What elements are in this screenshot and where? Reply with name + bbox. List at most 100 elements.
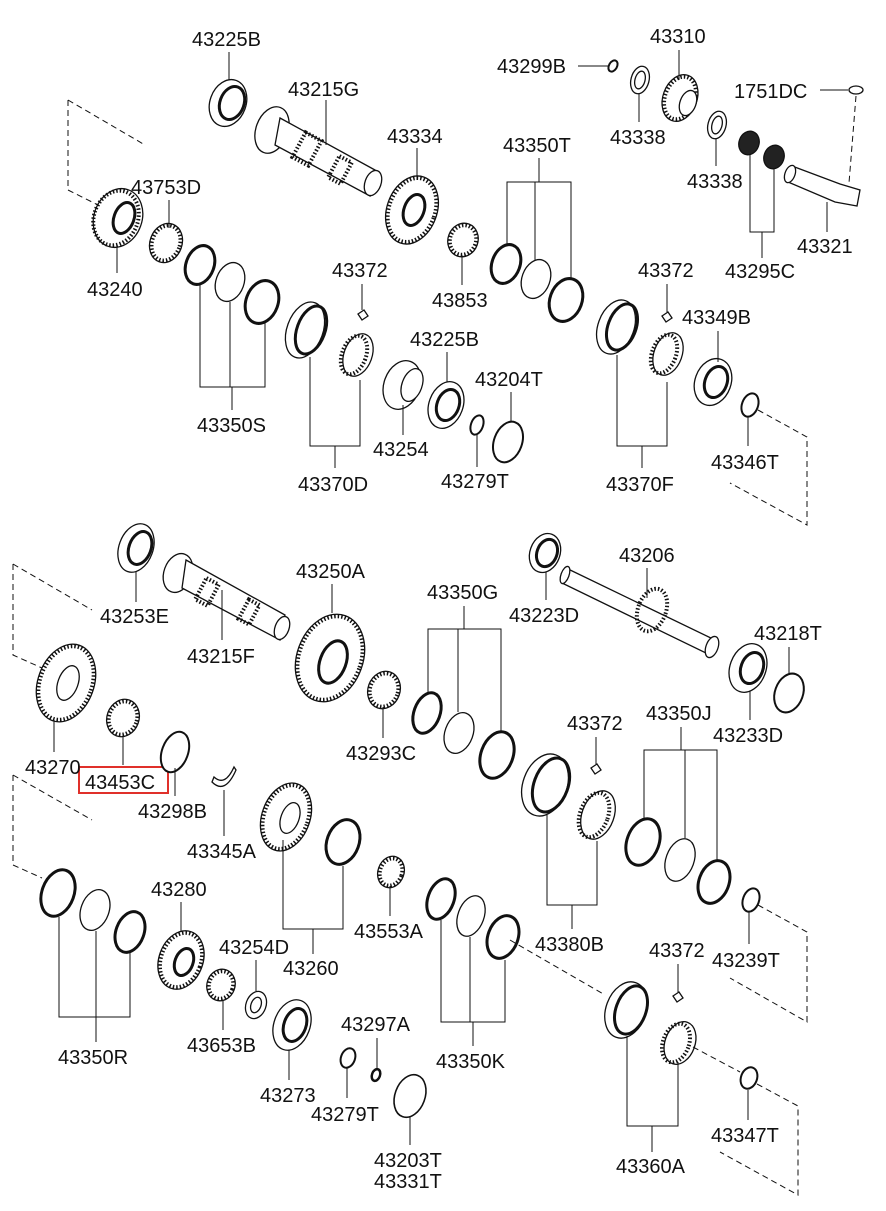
part-label-43225b-mid[interactable]: 43225B xyxy=(410,329,479,351)
bearing-43349b[interactable] xyxy=(688,353,738,410)
key-43372-c[interactable] xyxy=(590,763,602,775)
part-label-43331t[interactable]: 43331T xyxy=(374,1171,442,1193)
ring-43203t[interactable] xyxy=(388,1070,431,1122)
bearing-43253e[interactable] xyxy=(111,519,160,578)
gear-43260[interactable] xyxy=(251,776,365,869)
part-label-43254[interactable]: 43254 xyxy=(373,439,429,461)
part-label-43334[interactable]: 43334 xyxy=(387,126,443,148)
needle-bearing-43853[interactable] xyxy=(443,219,483,261)
part-label-43360a[interactable]: 43360A xyxy=(616,1156,686,1178)
synchro-ring-set-43350k[interactable] xyxy=(422,875,525,963)
part-label-43346t[interactable]: 43346T xyxy=(711,452,779,474)
part-label-43260[interactable]: 43260 xyxy=(283,958,339,980)
part-label-43215f[interactable]: 43215F xyxy=(187,646,255,668)
needle-bearing-43553a[interactable] xyxy=(373,853,408,892)
shaft-43321[interactable] xyxy=(782,164,861,207)
synchro-ring-set-43350s[interactable] xyxy=(180,241,285,328)
part-label-43223d[interactable]: 43223D xyxy=(509,605,579,627)
part-label-43250a[interactable]: 43250A xyxy=(296,561,366,583)
washer-43338-b[interactable] xyxy=(705,109,730,141)
part-label-43206[interactable]: 43206 xyxy=(619,545,675,567)
ring-43204t[interactable] xyxy=(488,417,529,466)
needle-bearing-43453c[interactable] xyxy=(101,695,144,742)
part-label-43350s[interactable]: 43350S xyxy=(197,415,266,437)
part-label-43350t[interactable]: 43350T xyxy=(503,135,571,157)
part-label-43853[interactable]: 43853 xyxy=(432,290,488,312)
part-label-43349b[interactable]: 43349B xyxy=(682,307,751,329)
key-43372-d[interactable] xyxy=(672,991,684,1003)
key-43372-a[interactable] xyxy=(357,309,369,321)
bearing-43225b-mid[interactable] xyxy=(422,377,470,434)
part-label-43350g[interactable]: 43350G xyxy=(427,582,498,604)
part-label-43338-b[interactable]: 43338 xyxy=(687,171,743,193)
washer-43338-a[interactable] xyxy=(628,64,653,96)
part-label-43372-a[interactable]: 43372 xyxy=(332,260,388,282)
part-label-43372-d[interactable]: 43372 xyxy=(649,940,705,962)
part-label-43370f[interactable]: 43370F xyxy=(606,474,674,496)
part-label-43350j[interactable]: 43350J xyxy=(646,703,712,725)
sleeve-hub-43360a[interactable] xyxy=(597,976,701,1069)
part-label-43215g[interactable]: 43215G xyxy=(288,79,359,101)
shaft-43215f[interactable] xyxy=(158,549,293,641)
needle-bearing-43653b[interactable] xyxy=(202,965,239,1005)
synchro-ring-set-43350j[interactable] xyxy=(620,814,736,908)
bearing-43233d[interactable] xyxy=(723,638,774,697)
part-label-43350r[interactable]: 43350R xyxy=(58,1047,128,1069)
gear-43270[interactable] xyxy=(26,636,106,730)
part-label-43299b[interactable]: 43299B xyxy=(497,56,566,78)
washer-43254d[interactable] xyxy=(242,988,270,1021)
needle-bearing-43293c[interactable] xyxy=(362,667,405,714)
o-ring-43297a[interactable] xyxy=(370,1067,382,1083)
sleeve-hub-43380b[interactable] xyxy=(513,747,621,844)
key-43372-b[interactable] xyxy=(661,311,673,323)
bearing-43225b-top[interactable] xyxy=(203,74,253,131)
part-label-43280[interactable]: 43280 xyxy=(151,879,207,901)
snap-ring-43279t-b[interactable] xyxy=(338,1046,358,1070)
part-label-1751dc[interactable]: 1751DC xyxy=(734,81,807,103)
part-label-43239t[interactable]: 43239T xyxy=(712,950,780,972)
part-label-43293c[interactable]: 43293C xyxy=(346,743,416,765)
gear-43334[interactable] xyxy=(377,169,448,252)
part-label-43553a[interactable]: 43553A xyxy=(354,921,424,943)
snap-ring-43239t[interactable] xyxy=(739,886,762,914)
needle-bearing-set-43295c[interactable] xyxy=(735,128,787,171)
snap-ring-43279t-a[interactable] xyxy=(468,414,486,437)
gear-43280[interactable] xyxy=(150,924,212,995)
part-label-43270[interactable]: 43270 xyxy=(25,757,81,779)
part-label-43298b[interactable]: 43298B xyxy=(138,801,207,823)
snap-ring-43347t[interactable] xyxy=(738,1065,761,1091)
gear-43240[interactable] xyxy=(85,182,151,255)
part-label-43273[interactable]: 43273 xyxy=(260,1085,316,1107)
thrust-washer-43345a[interactable] xyxy=(211,765,237,788)
part-label-43372-b[interactable]: 43372 xyxy=(638,260,694,282)
ring-43298b[interactable] xyxy=(156,728,195,776)
part-label-43372-c[interactable]: 43372 xyxy=(567,713,623,735)
synchro-ring-set-43350r[interactable] xyxy=(35,865,151,957)
part-label-43295c[interactable]: 43295C xyxy=(725,261,795,283)
shaft-43215g[interactable] xyxy=(249,102,385,198)
bearing-43273[interactable] xyxy=(266,994,318,1055)
part-label-43225b-top[interactable]: 43225B xyxy=(192,29,261,51)
ring-43218t[interactable] xyxy=(769,669,809,716)
part-label-43370d[interactable]: 43370D xyxy=(298,474,368,496)
part-label-43345a[interactable]: 43345A xyxy=(187,841,257,863)
synchro-ring-set-43350g[interactable] xyxy=(408,689,521,783)
part-label-43233d[interactable]: 43233D xyxy=(713,725,783,747)
part-label-43203t[interactable]: 43203T xyxy=(374,1150,442,1172)
part-label-43279t-a[interactable]: 43279T xyxy=(441,471,509,493)
part-label-43338-a[interactable]: 43338 xyxy=(610,127,666,149)
shaft-43206[interactable] xyxy=(558,565,721,659)
part-label-43350k[interactable]: 43350K xyxy=(436,1051,506,1073)
gear-43250a[interactable] xyxy=(284,604,377,711)
pin-1751dc[interactable] xyxy=(848,85,864,95)
bearing-43223d[interactable] xyxy=(524,529,566,577)
part-label-43347t[interactable]: 43347T xyxy=(711,1125,779,1147)
part-label-43279t-b[interactable]: 43279T xyxy=(311,1104,379,1126)
part-label-43218t[interactable]: 43218T xyxy=(754,623,822,645)
part-label-43297a[interactable]: 43297A xyxy=(341,1014,411,1036)
collar-43254[interactable] xyxy=(377,355,428,414)
needle-bearing-43753d[interactable] xyxy=(144,219,188,268)
part-label-43204t[interactable]: 43204T xyxy=(475,369,543,391)
sleeve-hub-43370d[interactable] xyxy=(278,297,379,381)
snap-ring-43346t[interactable] xyxy=(738,391,761,419)
